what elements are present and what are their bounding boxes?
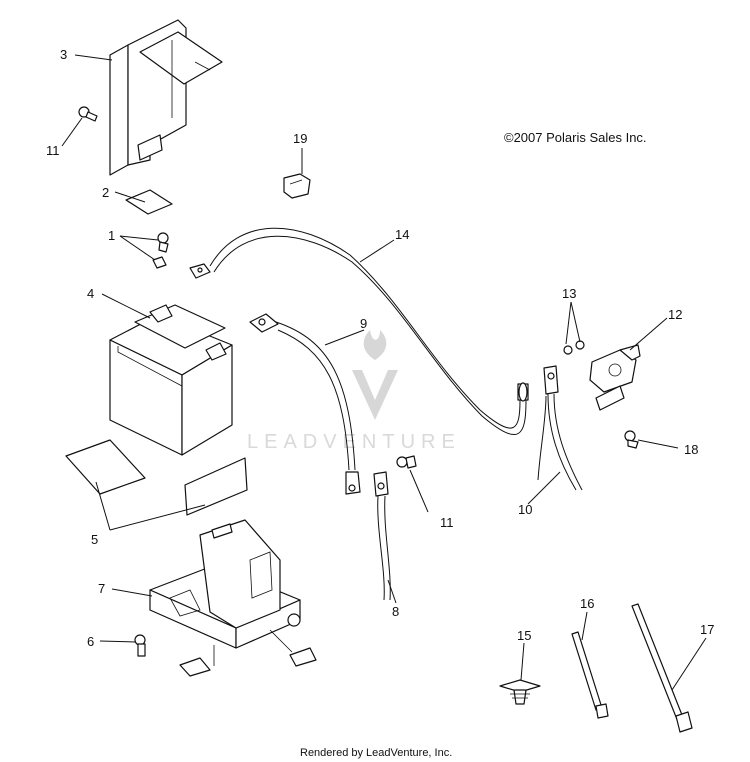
copyright-text: ©2007 Polaris Sales Inc. [504, 130, 647, 145]
part-15-push-clip [499, 679, 541, 705]
part-10-cable [537, 365, 583, 491]
callout-4: 4 [87, 286, 94, 301]
callout-7: 7 [98, 581, 105, 596]
callout-numbers: 3 11 19 2 1 14 4 9 13 12 18 11 10 5 7 6 … [46, 47, 714, 649]
part-12-solenoid [589, 344, 641, 411]
callout-9: 9 [360, 316, 367, 331]
part-7-battery-tray [149, 519, 317, 677]
part-1-bolt-nut [152, 232, 169, 269]
callout-12: 12 [668, 307, 682, 322]
part-17-cable-tie [631, 603, 693, 733]
callout-11-middle: 11 [440, 515, 454, 530]
callout-5: 5 [91, 532, 98, 547]
callout-8: 8 [392, 604, 399, 619]
callout-10: 10 [518, 502, 532, 517]
part-14-battery-cable [189, 227, 529, 436]
part-4-battery [109, 304, 233, 456]
part-9-cable [249, 313, 361, 495]
part-11-bolt-top [78, 106, 98, 122]
callout-19: 19 [293, 131, 307, 146]
callout-17: 17 [700, 622, 714, 637]
callout-15: 15 [517, 628, 531, 643]
callout-18: 18 [684, 442, 698, 457]
leadventure-watermark: LEADVENTURE [247, 330, 461, 453]
part-3-hold-down-bracket [109, 19, 223, 176]
part-5-pads [65, 439, 248, 516]
callout-6: 6 [87, 634, 94, 649]
part-2-pad [125, 189, 173, 215]
callout-3: 3 [60, 47, 67, 62]
footer-credit: Rendered by LeadVenture, Inc. [300, 747, 452, 759]
leader-lines [61, 54, 707, 691]
part-6-bolt [134, 634, 146, 657]
callout-14: 14 [395, 227, 409, 242]
callout-16: 16 [580, 596, 594, 611]
part-16-cable-tie [571, 631, 609, 719]
part-19-terminal-cap [283, 173, 311, 199]
watermark-text: LEADVENTURE [247, 431, 461, 453]
callout-11-top: 11 [46, 143, 60, 158]
callout-1: 1 [108, 228, 115, 243]
part-8-cable [373, 471, 391, 601]
part-13-nuts [563, 340, 585, 355]
part-11-bolt-middle [396, 455, 417, 469]
callout-13: 13 [562, 286, 576, 301]
callout-2: 2 [102, 185, 109, 200]
part-18-bolt [624, 430, 639, 449]
